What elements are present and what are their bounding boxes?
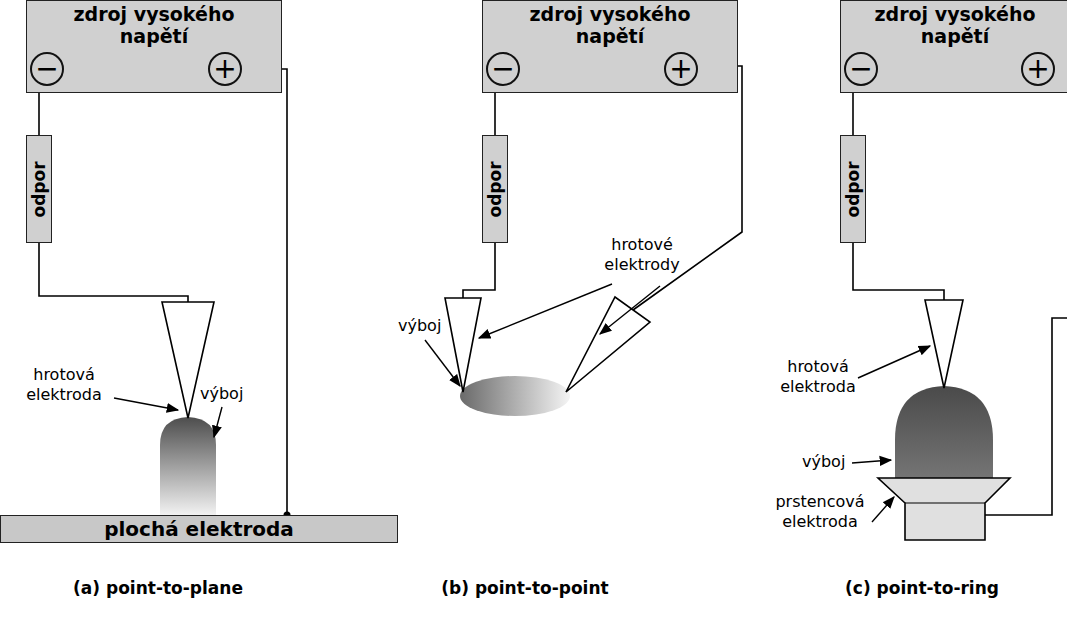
- wire: [242, 69, 287, 515]
- wire: [494, 86, 496, 135]
- wire: [852, 86, 854, 135]
- point-electrode: [566, 297, 650, 392]
- callout-label: prstencová elektroda: [764, 492, 876, 532]
- terminal-circle: +: [208, 52, 242, 86]
- terminal-circle: −: [486, 52, 520, 86]
- discharge-glow: [160, 417, 216, 515]
- terminal-circle: −: [30, 52, 64, 86]
- terminal-circle: −: [844, 52, 878, 86]
- discharge-glow: [895, 386, 993, 490]
- node-text: +: [1026, 55, 1049, 83]
- node-text: +: [213, 55, 236, 83]
- node-text: zdroj vysokého napětí: [868, 1, 1043, 47]
- node-text: odpor: [487, 161, 504, 217]
- node-text: +: [669, 55, 692, 83]
- ring-edge: [905, 502, 985, 503]
- node-text: plochá elektroda: [104, 517, 294, 541]
- power-source-box: zdroj vysokého napětí− +: [482, 0, 738, 93]
- panel-caption: (a) point-to-plane: [58, 578, 258, 598]
- node-text: odpor: [845, 161, 862, 217]
- leader-arrow: [425, 340, 460, 386]
- wire: [38, 86, 40, 135]
- panel-caption: (b) point-to-point: [425, 578, 625, 598]
- callout-label: hrotová elektroda: [768, 357, 868, 397]
- node-text: −: [35, 55, 58, 83]
- terminal-circle: +: [1021, 52, 1055, 86]
- terminal-circle: +: [664, 52, 698, 86]
- node-text: zdroj vysokého napětí: [67, 1, 242, 47]
- callout-label: hrotová elektroda: [14, 365, 114, 405]
- leader-arrow: [114, 398, 178, 410]
- point-electrode: [925, 300, 963, 388]
- plate-electrode: plochá elektroda: [0, 515, 398, 543]
- wire: [463, 243, 495, 298]
- resistor-box: odpor: [840, 135, 866, 243]
- leader-arrow: [479, 284, 612, 338]
- panel-caption: (c) point-to-ring: [822, 578, 1022, 598]
- discharge-glow: [460, 376, 570, 416]
- resistor-box: odpor: [26, 135, 52, 243]
- wire: [39, 243, 188, 302]
- node-text: zdroj vysokého napětí: [523, 1, 698, 47]
- callout-label: hrotové elektrody: [592, 235, 692, 275]
- node-text: −: [849, 55, 872, 83]
- callout-label: výboj: [802, 452, 845, 472]
- leader-arrow: [852, 460, 891, 463]
- leader-arrow: [872, 497, 894, 522]
- node-text: odpor: [31, 161, 48, 217]
- power-source-box: zdroj vysokého napětí − +: [840, 0, 1067, 93]
- point-electrode: [445, 298, 481, 392]
- ring-electrode: [878, 478, 1010, 540]
- callout-label: výboj: [200, 384, 243, 404]
- callout-label: výboj: [398, 316, 441, 336]
- leader-arrow: [600, 286, 660, 334]
- power-source-box: zdroj vysokého napětí− +: [26, 0, 282, 93]
- resistor-box: odpor: [482, 135, 508, 243]
- leader-arrow: [858, 346, 930, 378]
- leader-arrow: [214, 407, 222, 437]
- node-text: −: [491, 55, 514, 83]
- wire: [853, 243, 944, 300]
